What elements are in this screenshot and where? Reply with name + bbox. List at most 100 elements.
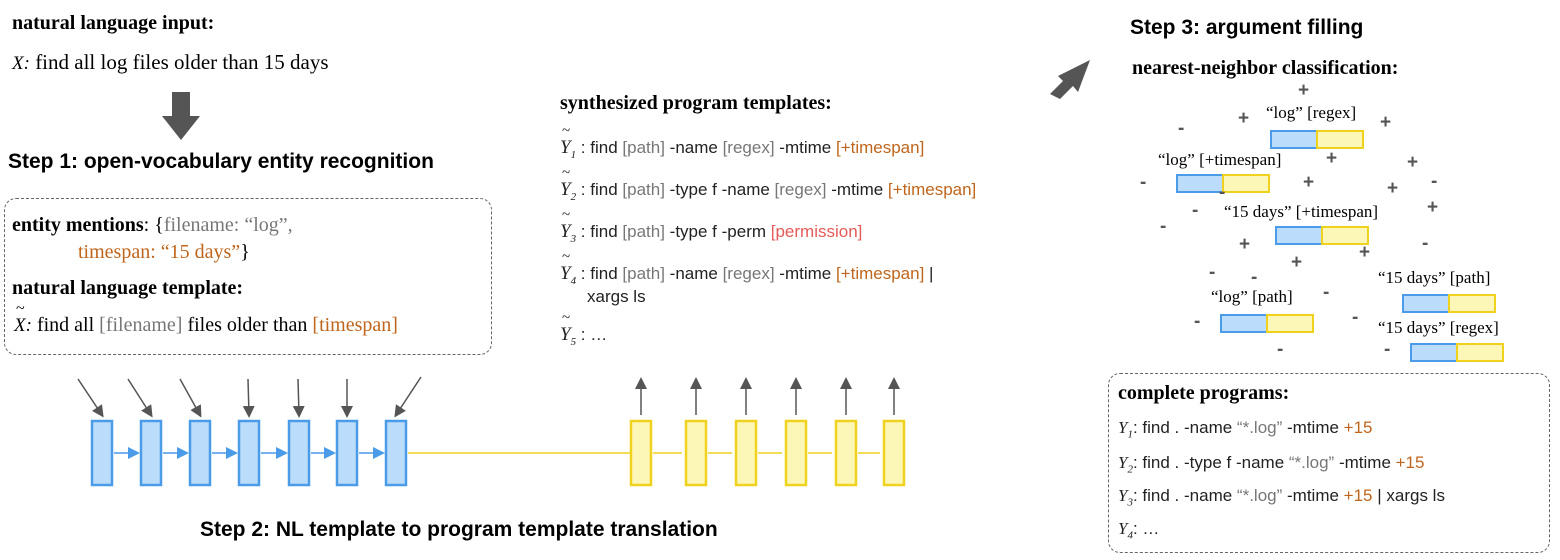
decoder-cell [684,419,708,487]
program-token: “*.log” [1236,486,1283,505]
plus-sign: + [1326,148,1338,169]
encoder-cell [384,419,408,487]
templates-header: synthesized program templates: [560,92,832,114]
entity-mentions-line1: entity mentions: {filename: “log”, [12,214,293,237]
minus-sign: - [1160,216,1167,237]
step2-title: Step 2: NL template to program template … [200,518,718,541]
template-token: find [590,222,623,241]
input-arrow [394,376,422,418]
program-token: -mtime [1282,486,1344,505]
nn-key: “log” [1266,103,1303,122]
step3-title: Step 3: argument filling [1130,16,1364,39]
nn-pair-label: “15 days” [regex] [1378,318,1499,338]
template-token: find [590,264,623,283]
minus-sign: - [1140,172,1147,193]
template-slot-timespan: [timespan] [312,314,398,336]
plus-sign: + [1303,172,1315,193]
plus-sign: + [1291,252,1303,273]
input-sentence: X: find all log files older than 15 days [12,50,329,75]
nn-value: [+timespan] [1194,150,1282,169]
template-token: [path] [622,222,665,241]
decoder-cell [629,419,653,487]
template-token: -mtime [774,264,836,283]
plus-sign: + [1359,242,1371,263]
template-token: [permission] [770,222,863,241]
down-arrow-icon [162,92,200,140]
nn-key: “log” [1158,150,1195,169]
nn-value-vector [1222,174,1270,193]
template-label: ~Y3 [560,207,577,245]
program-template-row: ~Y2 : find [path] -type f -name [regex] … [560,165,977,203]
program-template-row: ~Y5 : … [560,310,608,348]
template-label: ~Y1 [560,123,577,161]
plus-sign: + [1380,112,1392,133]
minus-sign: - [1209,262,1216,283]
entity-filename: filename: “log”, [163,214,293,236]
complete-program-row: Y4: … [1118,519,1160,542]
nn-header: nearest-neighbor classification: [1132,57,1399,79]
template-text2: files older than [187,314,308,336]
template-token: [path] [622,138,665,157]
template-token: [regex] [722,138,775,157]
template-token: [regex] [774,180,827,199]
step1-box [4,198,492,355]
nn-value-vector [1448,294,1496,313]
template-token: -mtime [774,138,836,157]
complete-program-row: Y3: find . -name “*.log” -mtime +15 | xa… [1118,486,1445,509]
template-label: ~Y2 [560,165,577,203]
plus-sign: + [1239,234,1251,255]
decoder-cell [834,419,858,487]
minus-sign: - [1352,307,1359,328]
entity-colon: : { [143,214,164,236]
program-token: | xargs ls [1372,486,1445,505]
template-token: -type f -perm [664,222,771,241]
complete-program-row: Y2: find . -type f -name “*.log” -mtime … [1118,453,1425,476]
nn-pair-label: “15 days” [path] [1378,268,1490,288]
program-token: find . -name [1142,418,1237,437]
program-token: find . -type f -name [1142,453,1289,472]
program-token: find . -name [1142,486,1237,505]
template-label: ~Y4 [560,249,577,287]
template-var: ~X: [14,300,32,336]
nn-value: [path] [1445,268,1491,287]
input-text: find all log files older than 15 days [35,50,329,74]
nn-pair-label: “15 days” [+timespan] [1224,202,1378,222]
nn-value: [path] [1247,287,1293,306]
plus-sign: + [1387,178,1399,199]
decoder-cell [882,419,906,487]
nn-value: [+timespan] [1291,202,1379,221]
template-token: [path] [622,180,665,199]
up-right-arrow-icon [1050,60,1090,99]
entity-mentions-line2: timespan: “15 days”} [78,241,250,264]
template-text1: find all [36,314,95,336]
template-token: -name [664,264,723,283]
template-token: -name [664,138,723,157]
nn-key-vector [1410,343,1458,362]
step1-title: Step 1: open-vocabulary entity recogniti… [8,150,434,173]
minus-sign: - [1251,267,1258,288]
minus-sign: - [1277,339,1284,360]
template-token: [+timespan] [835,264,925,283]
plus-sign: + [1407,152,1419,173]
template-token: [+timespan] [835,138,925,157]
nn-key-vector [1176,174,1224,193]
program-label: Y1 [1118,418,1133,441]
template-token: [+timespan] [887,180,977,199]
minus-sign: - [1192,200,1199,221]
nn-pair-label: “log” [+timespan] [1158,150,1281,170]
minus-sign: - [1323,282,1330,303]
entity-timespan: timespan: “15 days” [78,241,241,263]
program-token: -mtime [1282,418,1344,437]
program-label: Y3 [1118,486,1133,509]
program-token: +15 [1343,486,1373,505]
nn-key: “15 days” [1378,268,1446,287]
programs-header: complete programs: [1118,382,1290,404]
template-token: -mtime [826,180,888,199]
encoder-cell [287,419,311,487]
template-token: find [590,180,623,199]
entity-close: } [240,241,250,263]
program-template-row: ~Y3 : find [path] -type f -perm [permiss… [560,207,863,245]
input-arrow [292,378,305,418]
